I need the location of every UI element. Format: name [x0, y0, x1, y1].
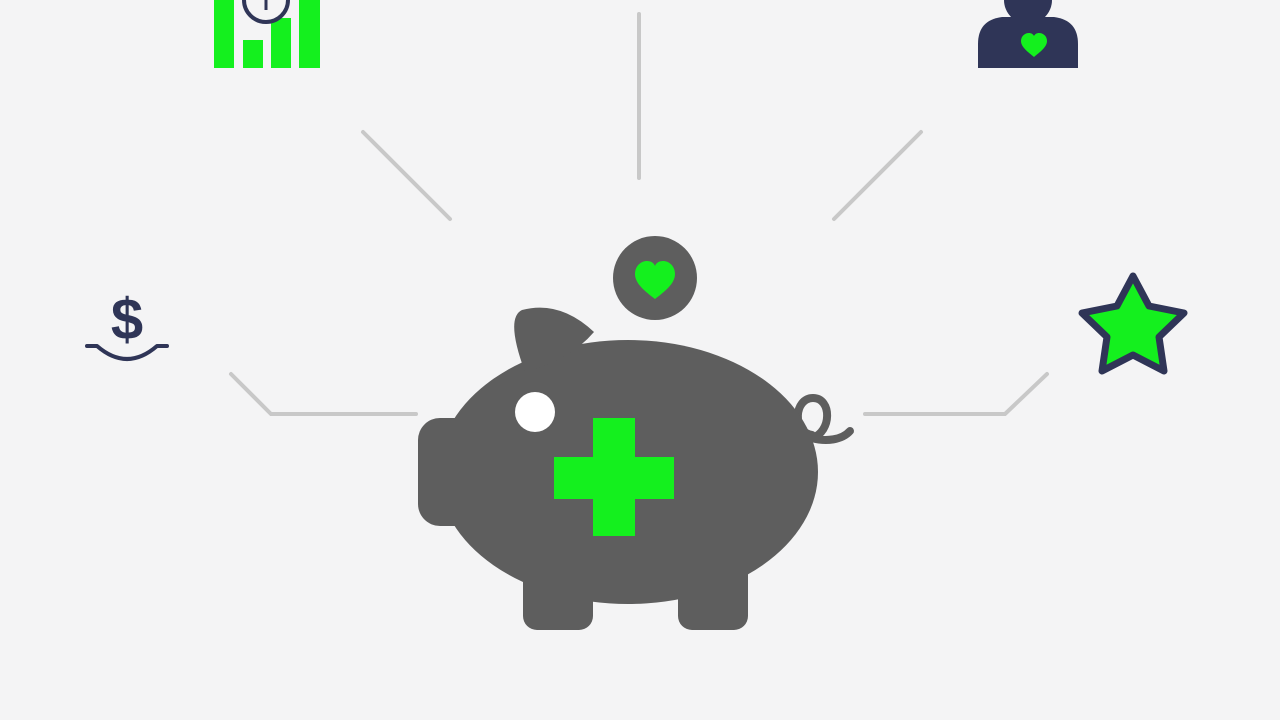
person-heart-icon: [978, 0, 1078, 68]
connector-top-right: [832, 130, 923, 221]
dollar-hand-icon: $: [85, 287, 169, 361]
connector-left: [229, 372, 418, 416]
pig-leg-back: [678, 560, 748, 630]
connector-lines: [229, 12, 1049, 416]
heart-coin-icon: [613, 236, 697, 320]
connector-right: [863, 372, 1049, 416]
svg-text:$: $: [111, 287, 143, 352]
pig-ear: [514, 307, 594, 372]
pig-snout: [418, 418, 478, 526]
medical-cross-icon: [554, 418, 674, 536]
star-icon: [1078, 272, 1188, 375]
bar-chart-clock-icon: [214, 0, 320, 68]
pig-leg-front: [523, 560, 593, 630]
pig-eye: [515, 392, 555, 432]
connector-top-left: [361, 130, 452, 221]
